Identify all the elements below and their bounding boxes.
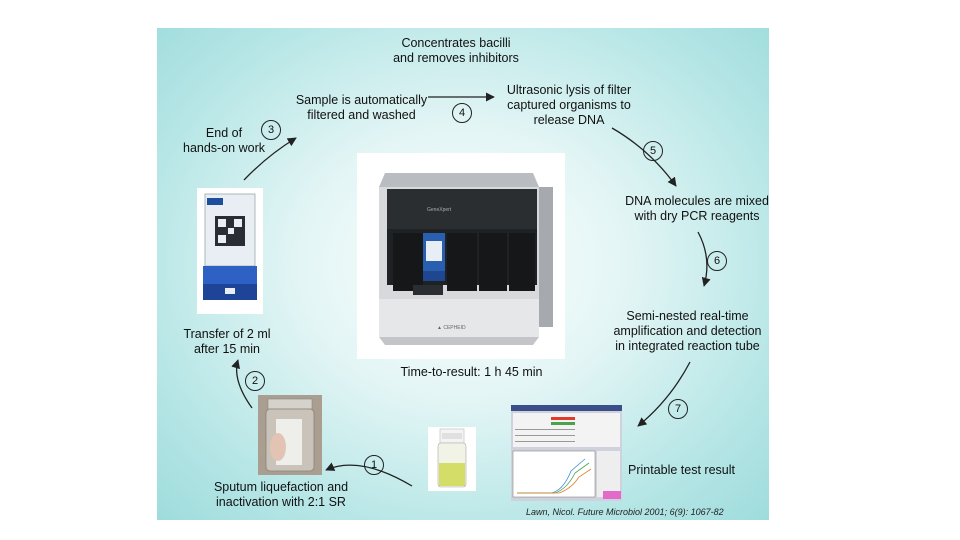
step-number-1: 1	[364, 455, 384, 475]
cartridge-photo	[197, 188, 263, 314]
step-number-4: 4	[452, 103, 472, 123]
arrow-step-2	[231, 359, 253, 409]
label-concentrates: Concentrates bacilli and removes inhibit…	[393, 36, 519, 65]
arrow-step-3	[243, 137, 297, 181]
label-semi-nested: Semi-nested real-time amplification and …	[613, 309, 762, 353]
citation: Lawn, Nicol. Future Microbiol 2001; 6(9)…	[526, 507, 724, 517]
label-time-to-result: Time-to-result: 1 h 45 min	[400, 365, 543, 379]
reagent-vial-photo	[428, 427, 476, 491]
step-number-3: 3	[261, 120, 281, 140]
arrow-step-7	[637, 361, 691, 427]
label-transfer: Transfer of 2 ml after 15 min	[183, 327, 271, 356]
instrument-photo: GeneXpert ▲ CEPHEID	[357, 153, 565, 359]
label-dna-mixed: DNA molecules are mixed with dry PCR rea…	[625, 194, 769, 223]
step-number-5: 5	[643, 141, 663, 161]
label-end-hands-on: End of hands-on work	[183, 126, 265, 155]
svg-text:▲ CEPHEID: ▲ CEPHEID	[437, 325, 466, 331]
label-filtered: Sample is automatically filtered and was…	[295, 93, 428, 122]
step-number-7: 7	[668, 399, 688, 419]
label-ultrasonic: Ultrasonic lysis of filter captured orga…	[506, 83, 632, 127]
label-sputum: Sputum liquefaction and inactivation wit…	[213, 480, 349, 509]
step-number-2: 2	[245, 371, 265, 391]
device-brand: GeneXpert	[427, 207, 452, 213]
arrow-step-6	[697, 231, 711, 287]
test-result-screenshot	[511, 405, 622, 501]
step-number-6: 6	[707, 251, 727, 271]
label-printable: Printable test result	[628, 463, 735, 477]
sputum-jar-photo	[258, 395, 322, 475]
